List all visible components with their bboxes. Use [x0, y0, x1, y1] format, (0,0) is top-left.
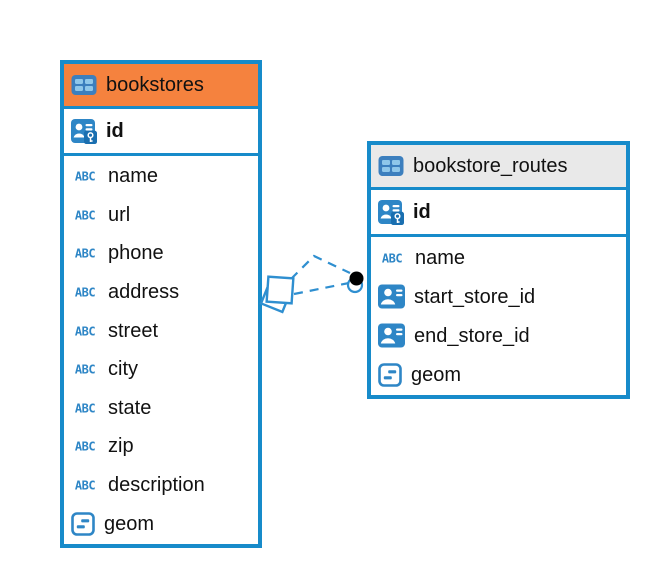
table-bookstore-routes-header[interactable]: bookstore_routes	[371, 145, 626, 190]
geometry-type-icon	[378, 363, 402, 387]
field-row-zip[interactable]: zip	[64, 427, 258, 466]
text-type-icon	[71, 439, 99, 453]
field-label: name	[108, 165, 159, 188]
field-label: name	[415, 246, 466, 269]
field-label: end_store_id	[414, 324, 530, 347]
field-label: phone	[108, 242, 164, 265]
field-label: id	[413, 201, 431, 223]
field-row-address[interactable]: address	[64, 272, 258, 312]
foreign-key-icon	[378, 323, 405, 348]
text-type-icon	[378, 251, 406, 265]
field-list: name url phone address street city	[64, 156, 258, 544]
field-row-phone[interactable]: phone	[64, 234, 258, 273]
relationship-line-upper[interactable]	[290, 254, 351, 280]
field-label: city	[108, 358, 138, 381]
field-row-description[interactable]: description	[64, 465, 258, 505]
primary-key-icon	[71, 118, 97, 144]
field-row-id[interactable]: id	[64, 109, 258, 156]
text-type-icon	[71, 324, 99, 338]
table-name: bookstores	[106, 74, 204, 96]
field-label: address	[108, 281, 180, 304]
table-icon	[378, 155, 404, 177]
many-end-squares-symbol	[259, 275, 295, 314]
field-row-url[interactable]: url	[64, 195, 258, 235]
primary-key-icon	[378, 199, 404, 225]
text-type-icon	[71, 208, 99, 222]
text-type-icon	[71, 169, 99, 183]
field-label: url	[108, 203, 131, 226]
field-row-name[interactable]: name	[371, 238, 626, 277]
field-row-name[interactable]: name	[64, 157, 258, 196]
one-end-dot-symbol	[346, 271, 364, 294]
geometry-type-icon	[71, 512, 95, 536]
field-list: name start_store_id end_store_id geom	[371, 237, 626, 395]
text-type-icon	[71, 285, 99, 299]
text-type-icon	[71, 401, 99, 415]
text-type-icon	[71, 478, 99, 492]
field-row-street[interactable]: street	[64, 311, 258, 350]
field-label: start_store_id	[414, 285, 536, 308]
field-label: geom	[104, 512, 155, 535]
text-type-icon	[71, 362, 99, 376]
table-bookstore-routes[interactable]: bookstore_routes id name start_store_id …	[367, 141, 630, 399]
table-name: bookstore_routes	[413, 155, 568, 177]
field-row-state[interactable]: state	[64, 388, 258, 428]
field-row-start-store-id[interactable]: start_store_id	[371, 277, 626, 316]
field-label: description	[108, 474, 205, 497]
field-label: zip	[108, 435, 134, 458]
field-row-end-store-id[interactable]: end_store_id	[371, 316, 626, 355]
field-label: state	[108, 396, 152, 419]
field-label: geom	[411, 363, 462, 386]
field-row-id[interactable]: id	[371, 190, 626, 237]
field-row-geom[interactable]: geom	[371, 355, 626, 394]
text-type-icon	[71, 246, 99, 260]
field-label: street	[108, 319, 159, 342]
field-label: id	[106, 120, 124, 142]
field-row-city[interactable]: city	[64, 349, 258, 389]
relationship-line-lower[interactable]	[293, 281, 350, 296]
field-row-geom[interactable]: geom	[64, 504, 258, 543]
table-bookstores[interactable]: bookstores id name url phone address	[60, 60, 262, 548]
table-bookstores-header[interactable]: bookstores	[64, 64, 258, 109]
foreign-key-icon	[378, 284, 405, 309]
table-icon	[71, 74, 97, 96]
